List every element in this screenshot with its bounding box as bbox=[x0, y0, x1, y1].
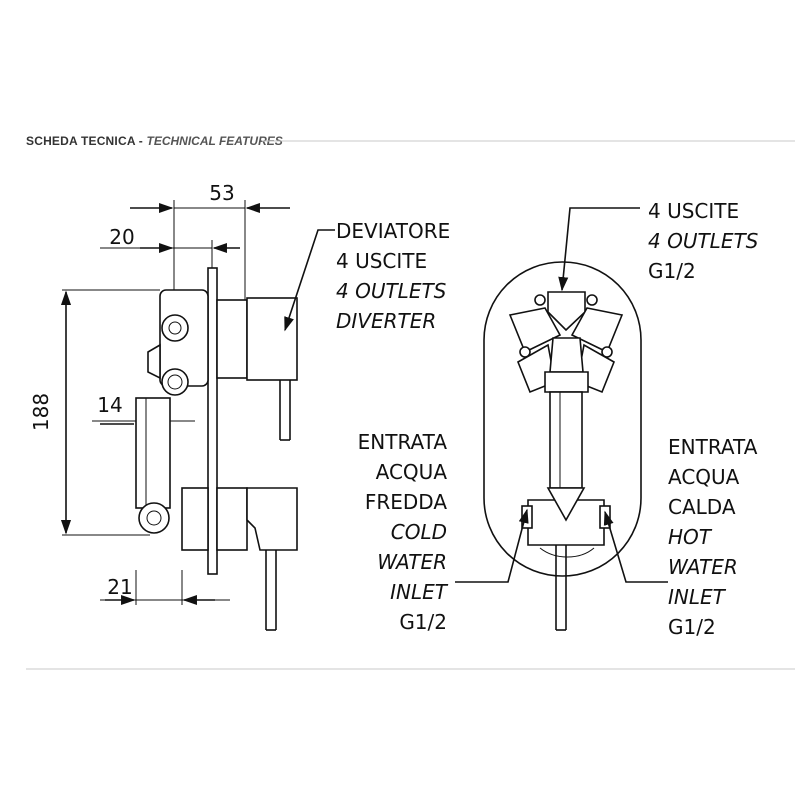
cold-label-4: COLD bbox=[391, 520, 447, 544]
hot-label-1: ENTRATA bbox=[668, 435, 758, 459]
hot-label-5: WATER bbox=[668, 555, 738, 579]
outlets-label-1: 4 USCITE bbox=[648, 199, 739, 223]
lower-inlet-bore bbox=[146, 510, 162, 526]
dim-53: 53 bbox=[209, 181, 234, 205]
dim-21: 21 bbox=[107, 575, 132, 599]
lower-inlet bbox=[138, 502, 170, 534]
header: SCHEDA TECNICA - TECHNICAL FEATURES bbox=[26, 134, 795, 148]
outlet-fitting bbox=[586, 294, 598, 306]
front-view: 4 USCITE 4 OUTLETS G1/2 ENTRATA ACQUA FR… bbox=[358, 199, 759, 639]
outlet-fitting bbox=[519, 346, 531, 358]
side-view: 53 20 188 14 21 bbox=[29, 181, 450, 631]
mixer-housing bbox=[527, 499, 605, 546]
outlet-top bbox=[547, 291, 586, 332]
outlet-left-up bbox=[508, 307, 562, 354]
cold-label-5: WATER bbox=[377, 550, 447, 574]
mid-outlet bbox=[161, 368, 189, 396]
dim-20: 20 bbox=[109, 225, 134, 249]
cold-leader bbox=[455, 508, 529, 583]
outlet-right-up bbox=[570, 307, 624, 354]
diverter-knob bbox=[246, 297, 298, 381]
valve-body-side bbox=[135, 267, 298, 631]
mixer-cone bbox=[546, 487, 586, 522]
outlets-leader bbox=[558, 207, 640, 292]
upper-outlet-bore bbox=[168, 321, 182, 335]
outlet-fitting bbox=[534, 294, 546, 306]
header-title-it: SCHEDA TECNICA - TECHNICAL FEATURES bbox=[26, 134, 283, 148]
diverter-leader bbox=[284, 229, 335, 332]
callout-diverter-1: DEVIATORE bbox=[336, 219, 450, 243]
cold-label-7: G1/2 bbox=[399, 610, 447, 634]
mixer-collar bbox=[216, 487, 248, 551]
hot-leader bbox=[603, 510, 668, 583]
outlets-label-2: 4 OUTLETS bbox=[648, 229, 759, 253]
header-title-en: TECHNICAL FEATURES bbox=[147, 134, 283, 148]
diverter-cartridge bbox=[549, 337, 584, 373]
outlets-label-3: G1/2 bbox=[648, 259, 696, 283]
callout-diverter-3: 4 OUTLETS bbox=[336, 279, 447, 303]
callout-diverter-4: DIVERTER bbox=[336, 309, 436, 333]
vertical-pipe bbox=[135, 397, 171, 509]
hot-label-2: ACQUA bbox=[668, 465, 740, 489]
dim-188: 188 bbox=[29, 393, 53, 431]
hot-label-7: G1/2 bbox=[668, 615, 716, 639]
hot-label-3: CALDA bbox=[668, 495, 736, 519]
cold-label-1: ENTRATA bbox=[358, 430, 448, 454]
cold-label-2: ACQUA bbox=[376, 460, 448, 484]
diverter-nut bbox=[544, 371, 589, 393]
dim-14: 14 bbox=[97, 393, 122, 417]
body-lug bbox=[147, 343, 161, 380]
upper-outlet bbox=[161, 314, 189, 342]
outlet-fitting bbox=[601, 346, 613, 358]
callout-diverter-2: 4 USCITE bbox=[336, 249, 427, 273]
outlet-star bbox=[508, 291, 624, 394]
mixer-knob bbox=[246, 487, 298, 551]
hot-label-6: INLET bbox=[668, 585, 727, 609]
diverter-collar bbox=[216, 299, 248, 379]
mid-outlet-bore bbox=[167, 374, 183, 390]
body-riser bbox=[549, 391, 583, 489]
mixer-body bbox=[181, 487, 209, 551]
wall-plate bbox=[207, 267, 218, 575]
cover-plate bbox=[483, 261, 642, 577]
cold-label-3: FREDDA bbox=[365, 490, 447, 514]
hot-label-4: HOT bbox=[668, 525, 713, 549]
mixer-arc bbox=[539, 547, 595, 558]
cold-label-6: INLET bbox=[390, 580, 449, 604]
